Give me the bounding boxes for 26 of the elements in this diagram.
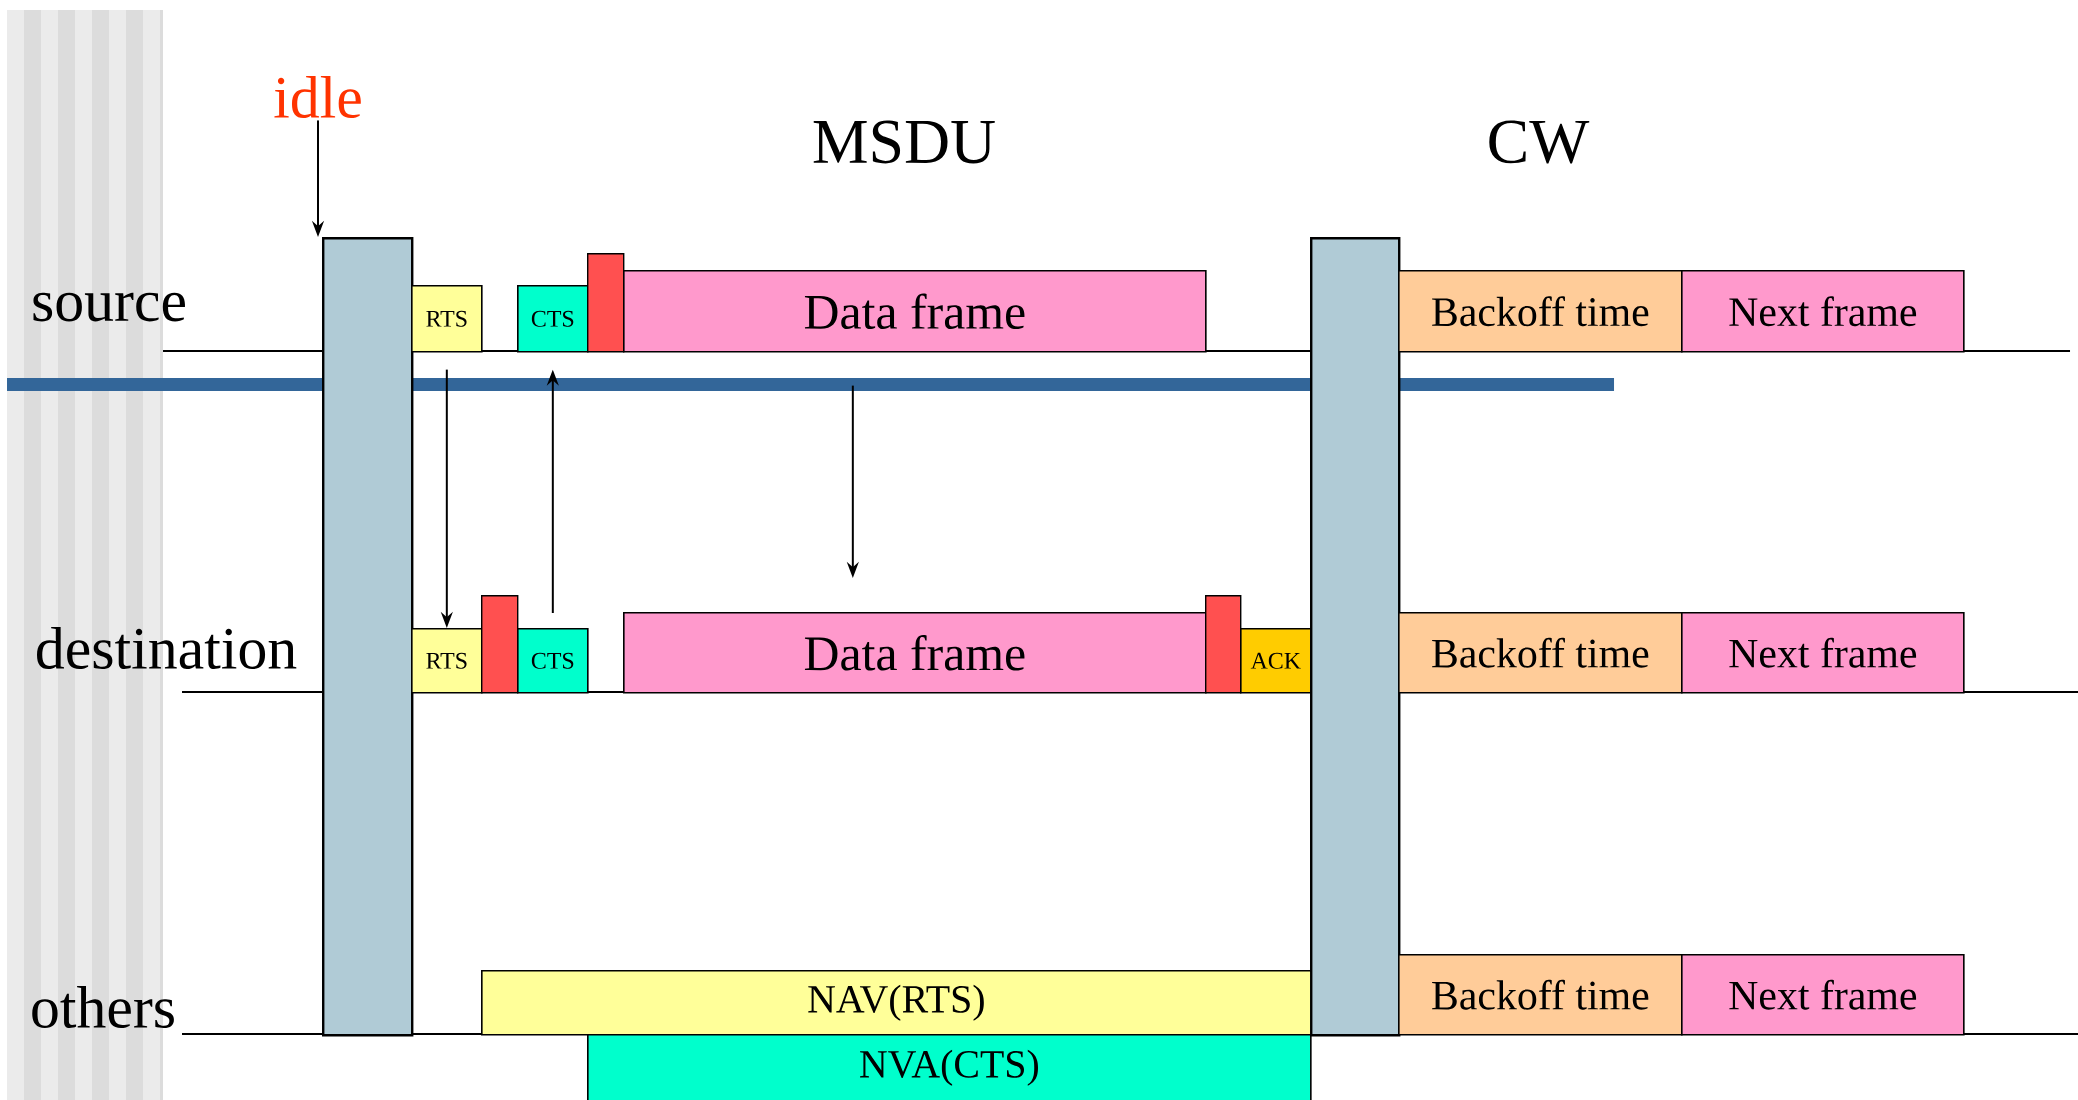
- interval-bar: [1310, 237, 1401, 1037]
- gap-bar: [481, 595, 519, 694]
- heading: MSDU: [813, 120, 995, 164]
- frame-box: CTS: [517, 628, 589, 694]
- frame-box: Data frame: [623, 270, 1207, 353]
- frame-box: Backoff time: [1398, 270, 1683, 353]
- frame-box: NVA(CTS): [587, 1034, 1312, 1100]
- frame-box: Next frame: [1681, 612, 1965, 694]
- frame-box: Next frame: [1681, 954, 1965, 1036]
- frame-box: Data frame: [623, 612, 1207, 694]
- frame-box: RTS: [411, 285, 483, 353]
- frame-box: CTS: [517, 285, 589, 353]
- gap-bar: [1205, 595, 1242, 694]
- row-label: source: [33, 292, 185, 322]
- heading: CW: [1489, 120, 1590, 164]
- row-label: others: [32, 986, 174, 1029]
- row-label: destination: [37, 627, 297, 670]
- interval-bar: [322, 237, 414, 1037]
- state-label: idle: [274, 76, 361, 119]
- frame-box: RTS: [411, 628, 483, 694]
- frame-box: NAV(RTS): [481, 970, 1312, 1036]
- frame-box: Backoff time: [1398, 612, 1683, 694]
- frame-box: Next frame: [1681, 270, 1965, 353]
- frame-box: ACK: [1240, 628, 1312, 694]
- frame-box: Backoff time: [1398, 954, 1683, 1036]
- gap-bar: [587, 253, 625, 353]
